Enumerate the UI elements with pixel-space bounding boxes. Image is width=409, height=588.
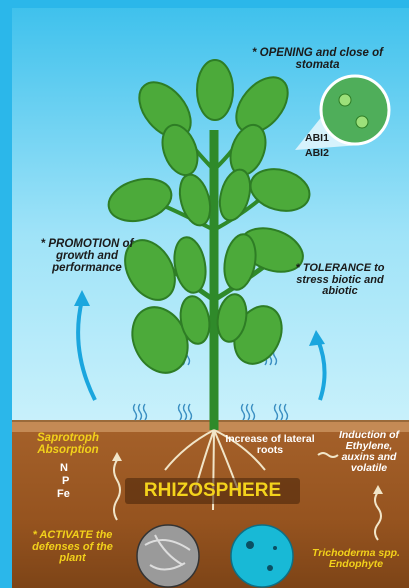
nutrient-fe: Fe <box>57 489 70 501</box>
induction-label: Induction of Ethylene, auxins and volati… <box>328 430 409 474</box>
absorption-arrow <box>112 452 122 520</box>
lateral-roots-label: Increase of lateral roots <box>220 434 320 456</box>
tolerance-label: * TOLERANCE to stress biotic and abiotic <box>290 263 390 298</box>
saprotroph-label: Saprotroph Absorption <box>18 432 118 456</box>
abi2-label: ABI2 <box>305 148 329 159</box>
abi1-label: ABI1 <box>305 133 329 144</box>
nutrient-n: N <box>60 463 68 475</box>
promotion-label: * PROMOTION of growth and performance <box>22 238 152 274</box>
nutrient-p: P <box>62 476 69 488</box>
fungus-micrograph <box>137 525 199 587</box>
tolerance-arrow <box>309 330 325 400</box>
trichoderma-micrograph <box>231 525 293 587</box>
growth-arrow <box>74 290 95 400</box>
activate-defenses-label: * ACTIVATE the defenses of the plant <box>20 530 125 565</box>
stomata-label: * OPENING and close of stomata <box>250 47 385 71</box>
rhizosphere-title: RHIZOSPHERE <box>125 478 300 504</box>
trichoderma-label: Trichoderma spp. Endophyte <box>303 548 409 570</box>
